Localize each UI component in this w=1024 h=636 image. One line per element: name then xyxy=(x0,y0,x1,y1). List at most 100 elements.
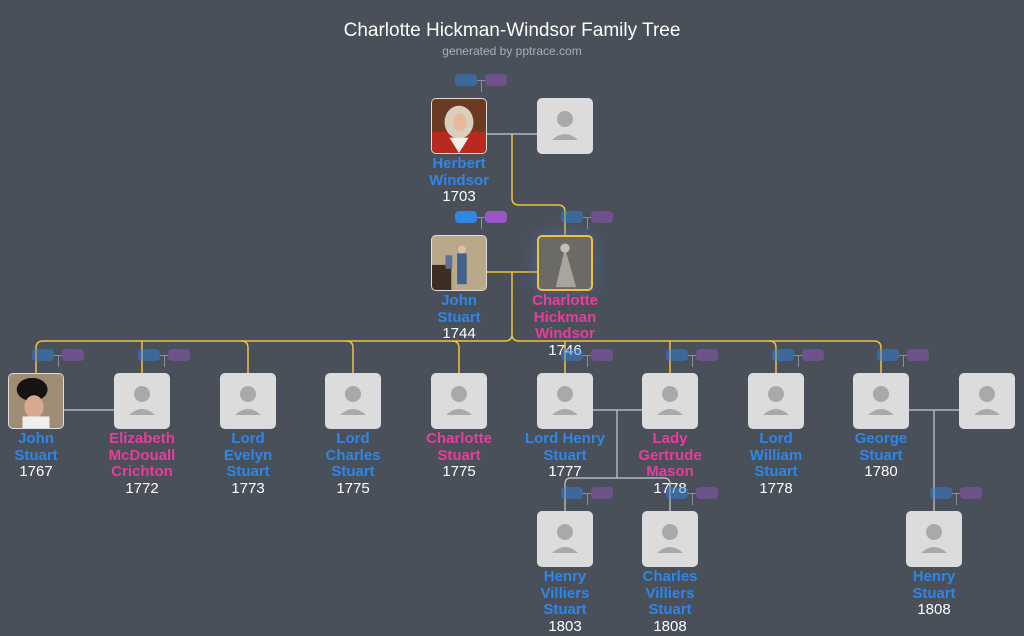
expand-mother-button[interactable] xyxy=(485,211,507,223)
expand-father-button[interactable] xyxy=(561,487,583,499)
person-name[interactable]: Stuart xyxy=(437,308,481,326)
person-name[interactable]: Stuart xyxy=(14,446,58,464)
person-placeholder-george-spouse[interactable] xyxy=(959,373,1015,429)
person-name[interactable]: Villiers xyxy=(645,584,695,602)
person-name[interactable]: Stuart xyxy=(648,601,692,618)
person-placeholder-charles[interactable] xyxy=(325,373,381,429)
person-placeholder-henry1777[interactable] xyxy=(537,373,593,429)
birth-year: 1775 xyxy=(336,479,370,497)
person-name[interactable]: Villiers xyxy=(540,584,590,602)
person-name[interactable]: Hickman xyxy=(533,308,597,326)
person-name[interactable]: Charlotte xyxy=(426,430,492,447)
expand-mother-button[interactable] xyxy=(591,349,613,361)
person-name[interactable]: Lord Henry xyxy=(524,430,605,447)
person-name[interactable]: Stuart xyxy=(754,463,798,480)
person-name[interactable]: Henry xyxy=(543,568,587,585)
person-silhouette-icon xyxy=(235,386,261,415)
person-name[interactable]: Charles xyxy=(642,568,698,585)
person-placeholder-gertrude[interactable] xyxy=(642,373,698,429)
expand-mother-button[interactable] xyxy=(168,349,190,361)
expand-mother-button[interactable] xyxy=(802,349,824,361)
expand-mother-button[interactable] xyxy=(485,74,507,86)
person-name[interactable]: Stuart xyxy=(331,463,375,480)
expand-father-button[interactable] xyxy=(455,211,477,223)
expand-mother-button[interactable] xyxy=(696,349,718,361)
birth-year: 1772 xyxy=(125,479,159,497)
expand-father-button[interactable] xyxy=(561,211,583,223)
descent-line-herbert-charlotte xyxy=(511,134,566,235)
person-name[interactable]: Stuart xyxy=(859,446,903,464)
expand-mother-button[interactable] xyxy=(696,487,718,499)
person-placeholder-elizabeth[interactable] xyxy=(114,373,170,429)
expand-father-button[interactable] xyxy=(930,487,952,499)
person-placeholder-george[interactable] xyxy=(853,373,909,429)
person-name[interactable]: Charles xyxy=(325,446,381,464)
expand-father-button[interactable] xyxy=(666,487,688,499)
person-name[interactable]: Windsor xyxy=(429,171,489,189)
person-placeholder-charlotte1775[interactable] xyxy=(431,373,487,429)
expand-father-button[interactable] xyxy=(32,349,54,361)
person-name[interactable]: Herbert xyxy=(432,155,486,172)
person-placeholder-charlesv[interactable] xyxy=(642,511,698,567)
expand-mother-button[interactable] xyxy=(960,487,982,499)
person-name[interactable]: Gertrude xyxy=(638,446,702,464)
expand-father-button[interactable] xyxy=(666,349,688,361)
person-name[interactable]: Henry xyxy=(912,568,956,585)
person-name[interactable]: John xyxy=(18,430,54,447)
person-name[interactable]: Evelyn xyxy=(223,446,273,464)
person-photo-charlotte1746[interactable] xyxy=(537,235,593,291)
expand-mother-button[interactable] xyxy=(591,487,613,499)
person-photo-herbert[interactable] xyxy=(431,98,487,154)
person-name[interactable]: Lord xyxy=(231,430,265,447)
person-placeholder-henry1808[interactable] xyxy=(906,511,962,567)
person-name[interactable]: Charlotte xyxy=(532,292,598,309)
person-name[interactable]: William xyxy=(749,446,803,464)
person-name[interactable]: Stuart xyxy=(543,601,587,618)
expand-father-button[interactable] xyxy=(138,349,160,361)
person-name[interactable]: Stuart xyxy=(543,446,587,464)
person-name[interactable]: Lord xyxy=(336,430,370,447)
person-placeholder-henryv[interactable] xyxy=(537,511,593,567)
person-placeholder-william[interactable] xyxy=(748,373,804,429)
person-name[interactable]: Mason xyxy=(646,463,694,480)
expand-mother-button[interactable] xyxy=(591,211,613,223)
expand-father-button[interactable] xyxy=(877,349,899,361)
person-name[interactable]: Stuart xyxy=(437,446,481,464)
person-photo-john1767[interactable] xyxy=(8,373,64,429)
person-name[interactable]: John xyxy=(441,292,477,309)
person-name[interactable]: Crichton xyxy=(111,463,173,480)
person-name[interactable]: Stuart xyxy=(912,584,956,602)
person-name[interactable]: George xyxy=(854,430,908,447)
person-name[interactable]: Elizabeth xyxy=(109,430,175,447)
expand-father-button[interactable] xyxy=(561,349,583,361)
person-name[interactable]: McDouall xyxy=(108,446,176,464)
person-name[interactable]: Lady xyxy=(652,430,688,447)
person-placeholder-herbert-spouse[interactable] xyxy=(537,98,593,154)
person-photo-john1744[interactable] xyxy=(431,235,487,291)
person-name[interactable]: Windsor xyxy=(535,325,595,342)
expand-father-button[interactable] xyxy=(772,349,794,361)
person-name[interactable]: Lord xyxy=(759,430,793,447)
expand-father-button[interactable] xyxy=(455,74,477,86)
person-name[interactable]: Stuart xyxy=(226,463,270,480)
person-placeholder-evelyn[interactable] xyxy=(220,373,276,429)
expand-mother-button[interactable] xyxy=(62,349,84,361)
expand-mother-button[interactable] xyxy=(907,349,929,361)
birth-year: 1767 xyxy=(19,463,53,480)
